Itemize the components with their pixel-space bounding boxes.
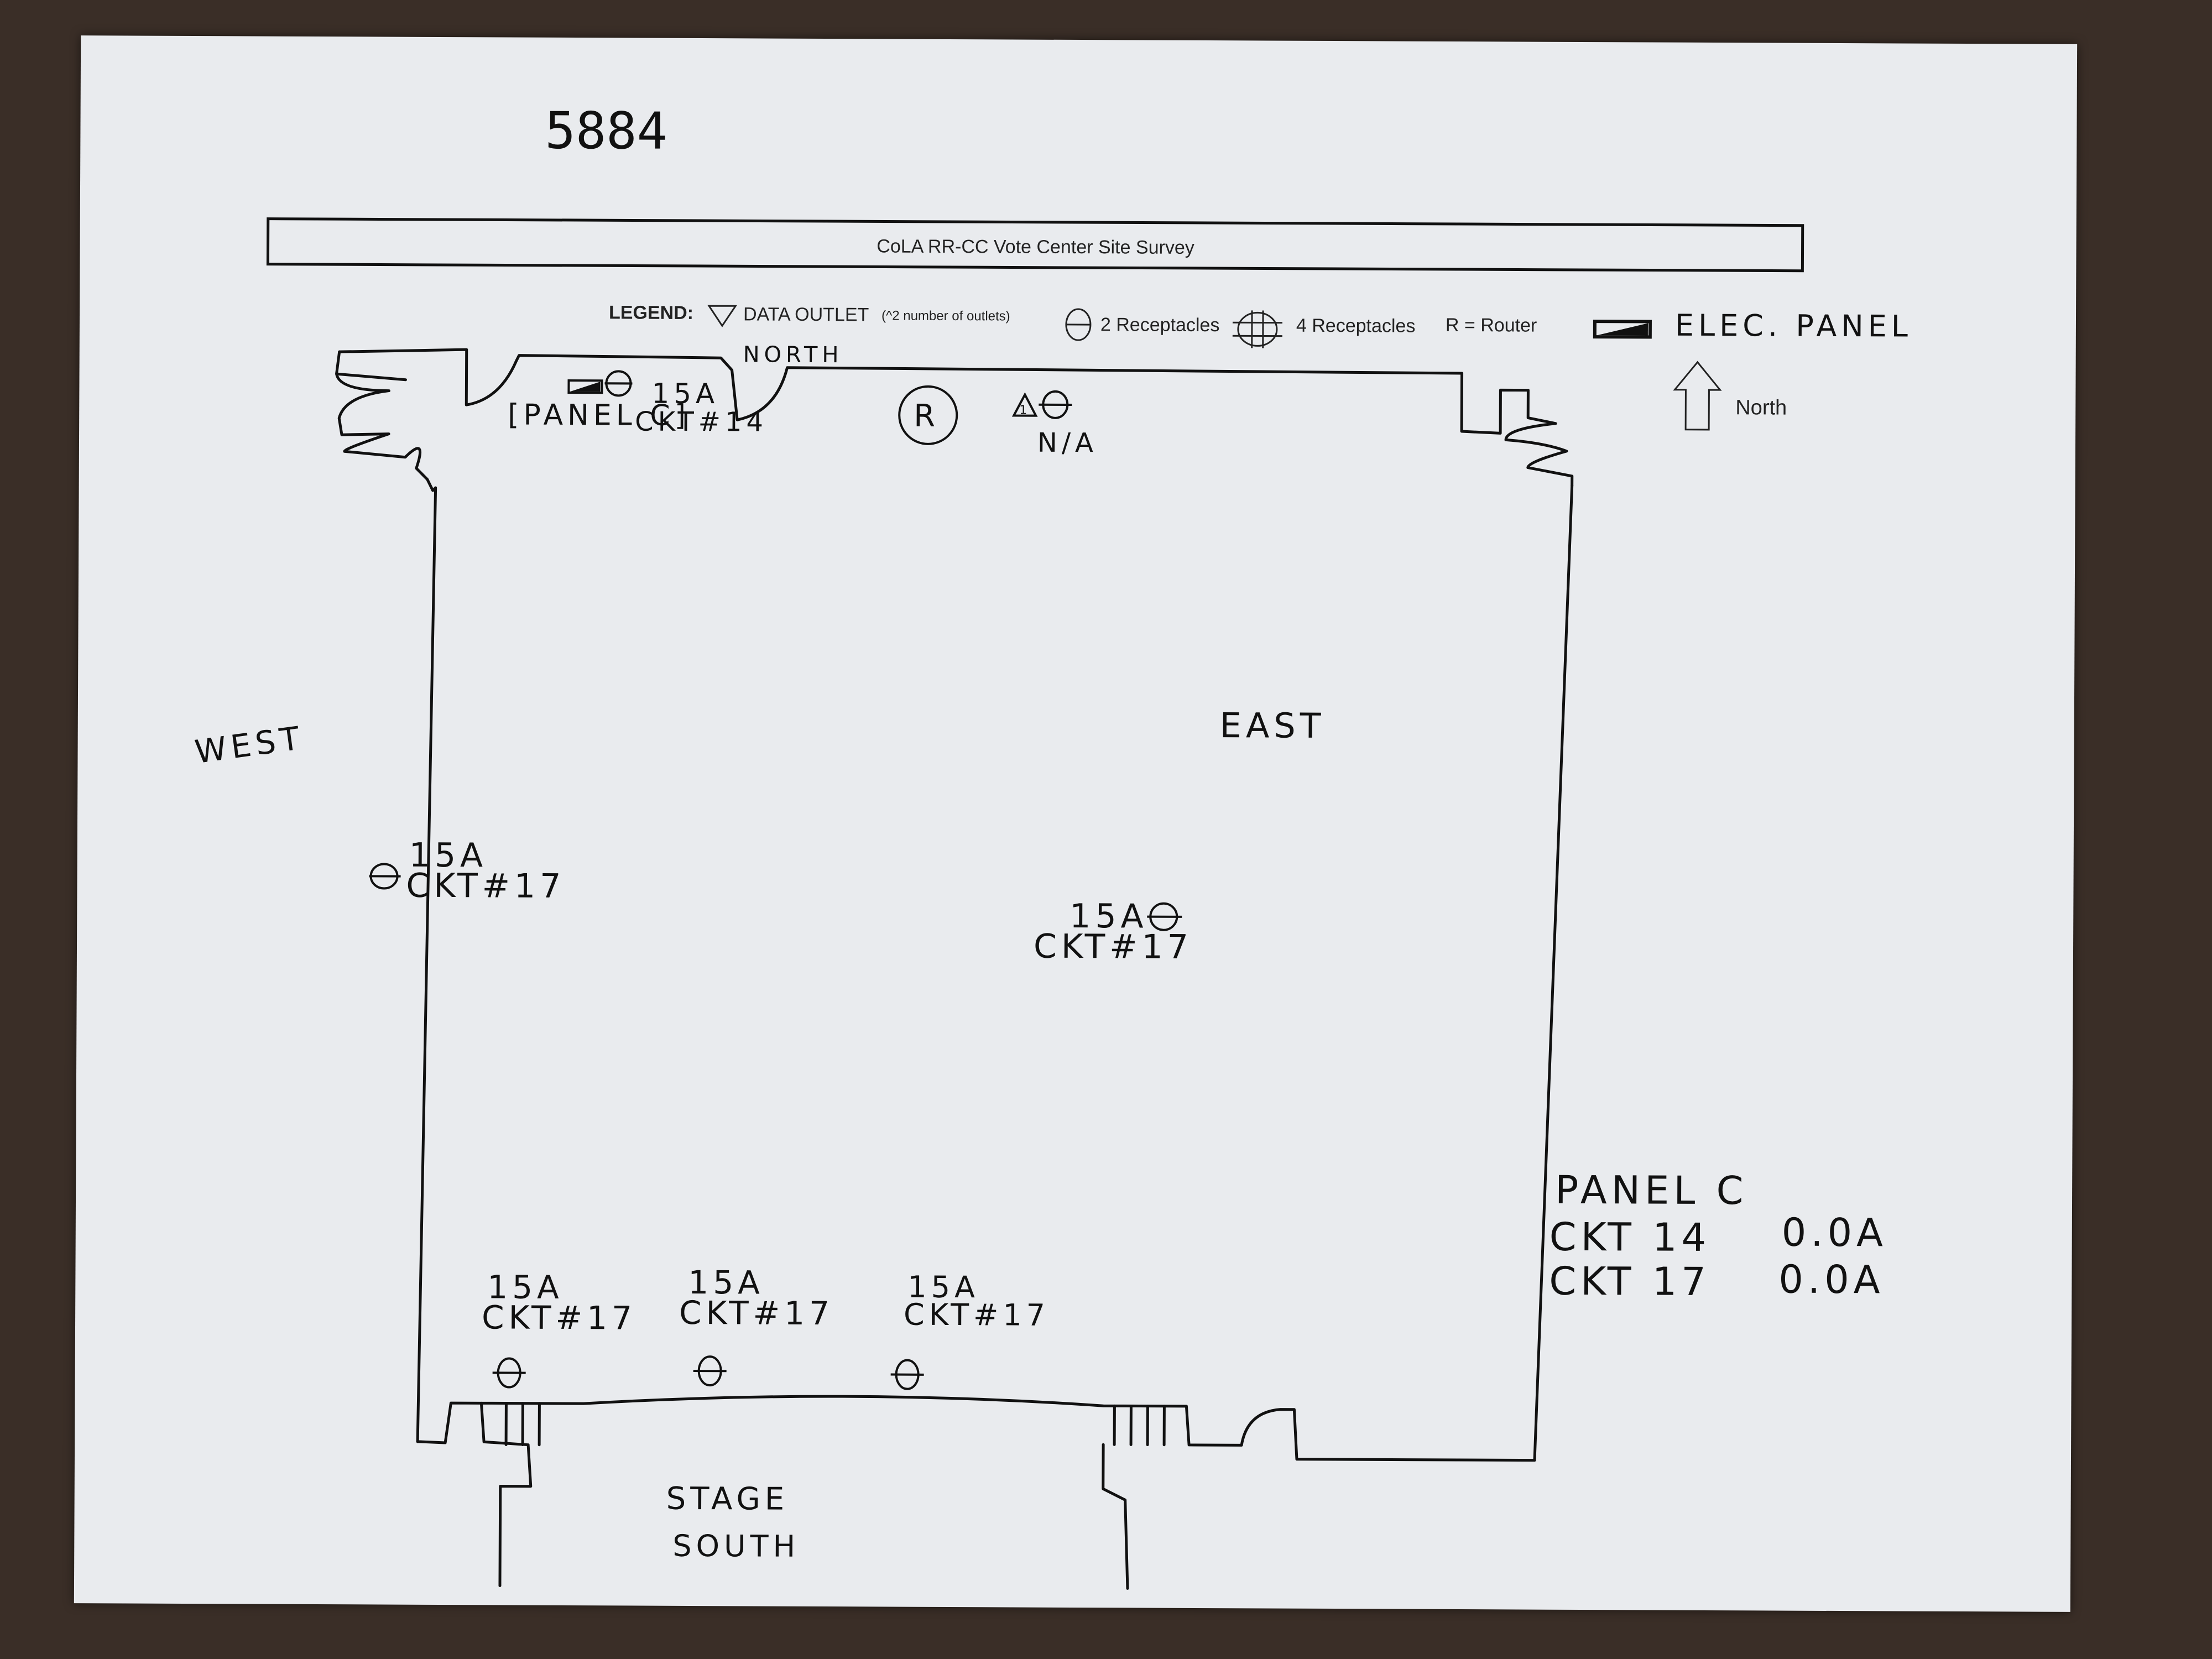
sheet-number: 5884 [545,101,667,161]
east-amp-label: 15A [1070,897,1148,936]
south-wall-label: SOUTH [672,1528,800,1564]
south2-ckt-label: CKT#17 [679,1294,834,1332]
legend-four-receptacles: 4 Receptacles [1296,315,1416,337]
stage-label: STAGE [666,1481,789,1517]
router-mark: R [914,398,940,434]
west-amp-label: 15A [409,836,488,875]
panel-row-circuit: CKT 17 [1549,1259,1710,1305]
four-receptacles-icon [1232,310,1282,348]
north-east-receptacle-icon [1039,390,1072,419]
north-elec-panel-icon [567,379,603,394]
two-receptacles-icon [1065,308,1092,341]
south3-amp-label: 15A [907,1270,979,1305]
east-ckt-label: CKT#17 [1034,927,1193,967]
panel-row-current: 0.0A [1782,1210,1888,1256]
north-ckt-label: CKT#14 [635,406,768,438]
floor-plan-diagram: 5884 CoLA RR-CC Vote Center Site Survey … [192,101,1912,1590]
elec-panel-icon [1593,320,1652,339]
north-receptacle-icon [604,370,633,397]
north-arrow-icon [1673,361,1722,431]
west-receptacle-icon [369,863,401,890]
legend-data-outlet: DATA OUTLET [743,304,869,325]
north-data-outlet-icon [1011,392,1038,417]
legend-router: R = Router [1446,315,1537,336]
south3-ckt-label: CKT#17 [904,1297,1050,1333]
panel-summary-title: PANEL C [1555,1167,1748,1214]
north-panel-label: [PANEL C] [508,399,690,432]
south1-receptacle-icon [492,1357,526,1389]
room-outline [335,348,1574,1590]
south1-ckt-label: CKT#17 [482,1298,637,1337]
west-ckt-label: CKT#17 [406,867,565,906]
south2-receptacle-icon [693,1355,727,1387]
page-title: CoLA RR-CC Vote Center Site Survey [877,236,1194,258]
data-outlet-count: 1 [1019,404,1031,418]
panel-row-current: 0.0A [1778,1257,1885,1303]
na-label: N/A [1037,427,1098,458]
south3-receptacle-icon [890,1359,924,1390]
legend-label: LEGEND: [609,302,693,324]
panel-summary: PANEL C CKT 14 0.0A CKT 17 0.0A [1549,1167,1888,1305]
legend: LEGEND: DATA OUTLET (^2 number of outlet… [609,302,1912,348]
south2-amp-label: 15A [688,1264,764,1302]
title-box [266,217,1804,273]
router-icon [898,385,958,445]
legend-elec-panel: ELEC. PANEL [1675,308,1912,344]
panel-row-circuit: CKT 14 [1550,1214,1711,1260]
survey-sheet: 5884 CoLA RR-CC Vote Center Site Survey … [74,35,2078,1612]
north-indicator-label: North [1735,396,1787,419]
east-receptacle-icon [1147,902,1182,931]
north-amp-label: 15A [651,378,719,410]
data-outlet-icon [707,305,737,327]
north-wall-label: NORTH [743,342,843,368]
west-wall-label: WEST [192,719,306,771]
east-wall-label: EAST [1220,705,1326,746]
legend-data-outlet-note: (^2 number of outlets) [881,308,1010,324]
legend-two-receptacles: 2 Receptacles [1100,314,1220,336]
south1-amp-label: 15A [487,1268,564,1306]
